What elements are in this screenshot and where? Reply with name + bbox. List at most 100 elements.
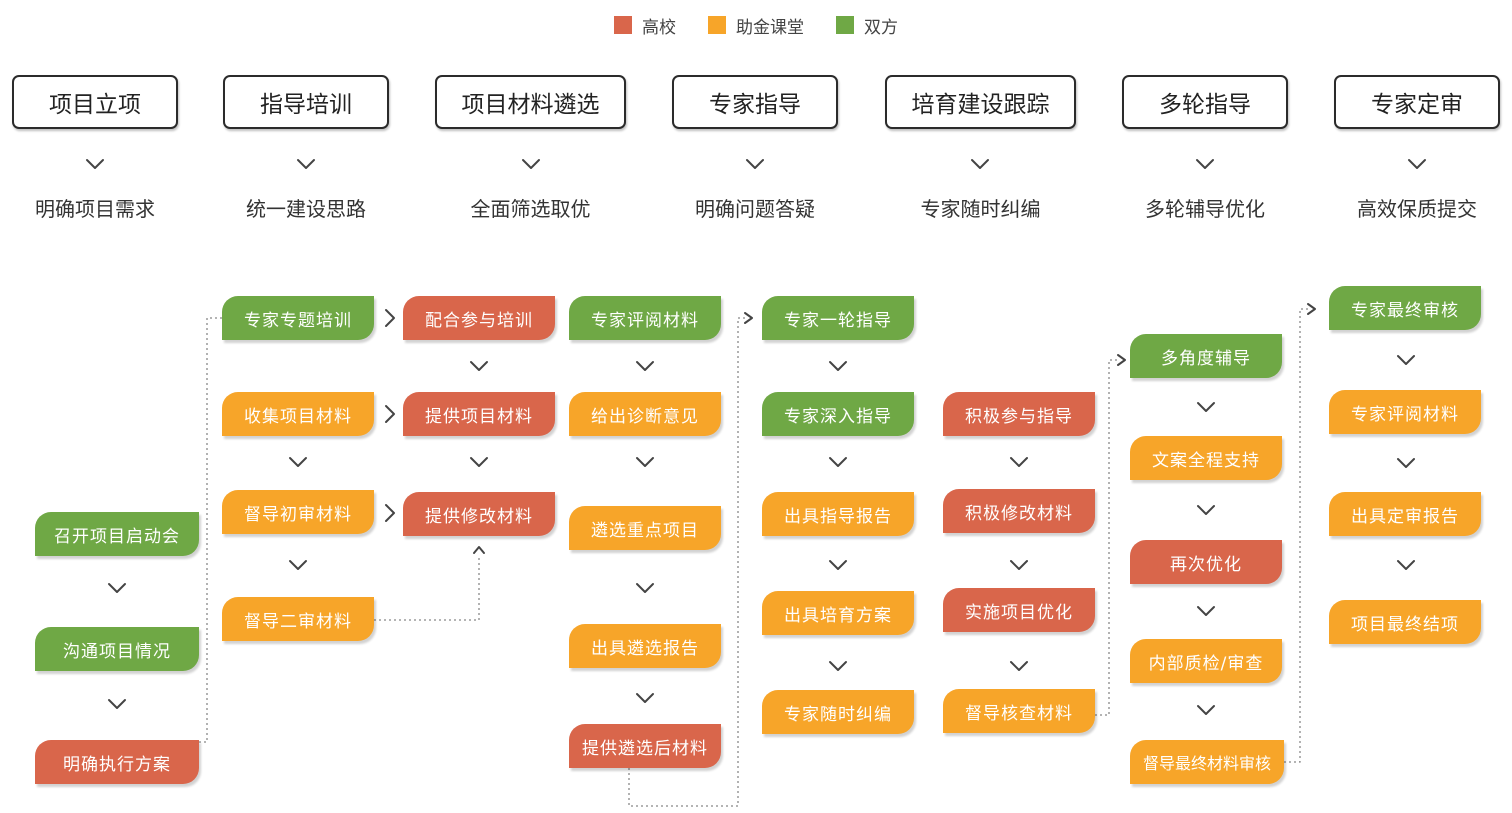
up-chevron [473,546,485,554]
step-final-material-audit: 督导最终材料审核 [1130,740,1284,784]
stage-subtitle-6: 多轮辅导优化 [1145,196,1265,221]
down-chevron [1197,705,1215,715]
step-final-expert-review: 专家最终审核 [1329,286,1481,330]
step-communicate-project: 沟通项目情况 [35,627,199,671]
down-chevron [1197,402,1215,412]
step-expert-review: 专家评阅材料 [569,296,721,340]
step-expert-review-final: 专家评阅材料 [1329,390,1481,434]
step-first-review: 督导初审材料 [222,490,374,534]
legend-swatch-zhujin [708,16,726,34]
step-copy-support: 文案全程支持 [1130,436,1282,480]
step-implement-optimization: 实施项目优化 [943,588,1095,632]
stage-chevron-2 [297,159,315,169]
step-cultivation-plan: 出具培育方案 [762,591,914,635]
stage-title-7: 专家定审 [1334,75,1500,129]
down-chevron [1397,560,1415,570]
step-provide-selected: 提供遴选后材料 [569,724,721,768]
step-multi-angle: 多角度辅导 [1130,334,1282,378]
stage-title-3: 项目材料遴选 [435,75,626,129]
down-chevron [636,693,654,703]
legend-item-school: 高校 [614,13,676,38]
step-project-closure: 项目最终结项 [1329,600,1481,644]
stage-subtitle-5: 专家随时纠编 [920,196,1041,221]
right-chevron [744,312,753,324]
stage-chevron-7 [1408,159,1426,169]
down-chevron [108,583,126,593]
stage-title-5: 培育建设跟踪 [885,75,1076,129]
step-revise-materials: 积极修改材料 [943,489,1095,533]
step-internal-qa: 内部质检/审查 [1130,639,1282,683]
step-second-review: 督导二审材料 [222,597,374,641]
step-active-participation: 积极参与指导 [943,392,1095,436]
step-kickoff-meeting: 召开项目启动会 [35,512,199,556]
right-chevron [385,405,395,423]
step-expert-training: 专家专题培训 [222,296,374,340]
step-provide-revised: 提供修改材料 [403,492,555,536]
stage-chevron-6 [1196,159,1214,169]
right-chevron [385,504,395,522]
down-chevron [829,661,847,671]
down-chevron [470,361,488,371]
stage-title-6: 多轮指导 [1122,75,1288,129]
down-chevron [829,560,847,570]
down-chevron [1197,606,1215,616]
legend-item-zhujin: 助金课堂 [708,13,804,38]
stage-subtitle-7: 高效保质提交 [1357,196,1477,221]
down-chevron [829,361,847,371]
stage-subtitle-2: 统一建设思路 [246,196,366,221]
step-deep-guidance: 专家深入指导 [762,392,914,436]
down-chevron [1197,505,1215,515]
stage-subtitle-1: 明确项目需求 [35,196,155,221]
stage-subtitle-3: 全面筛选取优 [470,196,591,221]
down-chevron [289,560,307,570]
right-chevron [1307,303,1316,315]
down-chevron [636,457,654,467]
step-supervise-check: 督导核查材料 [943,689,1095,733]
down-chevron [108,699,126,709]
legend: 高校 助金课堂 双方 [0,12,1512,38]
stage-title-1: 项目立项 [12,75,178,129]
dotted-connector [1095,359,1118,716]
legend-label-both: 双方 [864,17,898,38]
stage-chevron-3 [522,159,540,169]
dotted-connector [199,317,222,743]
step-provide-materials: 提供项目材料 [403,392,555,436]
dotted-connector [1284,308,1308,763]
step-join-training: 配合参与培训 [403,296,555,340]
down-chevron [829,457,847,467]
step-first-guidance: 专家一轮指导 [762,296,914,340]
legend-swatch-school [614,16,632,34]
step-selection-report: 出具遴选报告 [569,624,721,668]
down-chevron [1010,457,1028,467]
right-chevron [385,309,395,327]
step-final-report: 出具定审报告 [1329,492,1481,536]
down-chevron [470,457,488,467]
stage-chevron-5 [971,159,989,169]
down-chevron [636,583,654,593]
legend-label-zhujin: 助金课堂 [736,17,804,38]
step-define-plan: 明确执行方案 [35,740,199,784]
stage-subtitle-4: 明确问题答疑 [695,196,815,221]
down-chevron [1397,355,1415,365]
legend-swatch-both [836,16,854,34]
stage-chevron-4 [746,159,764,169]
dotted-connector [374,556,480,621]
stage-title-4: 专家指导 [672,75,838,129]
dotted-connector [628,317,745,807]
right-chevron [1117,354,1126,366]
step-select-key: 遴选重点项目 [569,506,721,550]
legend-label-school: 高校 [642,17,676,38]
down-chevron [1397,458,1415,468]
stage-title-2: 指导培训 [223,75,389,129]
step-expert-correction: 专家随时纠编 [762,690,914,734]
down-chevron [636,361,654,371]
down-chevron [1010,560,1028,570]
step-diagnosis: 给出诊断意见 [569,392,721,436]
down-chevron [289,457,307,467]
down-chevron [1010,661,1028,671]
stage-chevron-1 [86,159,104,169]
step-re-optimize: 再次优化 [1130,540,1282,584]
step-collect-materials: 收集项目材料 [222,392,374,436]
legend-item-both: 双方 [836,13,898,38]
